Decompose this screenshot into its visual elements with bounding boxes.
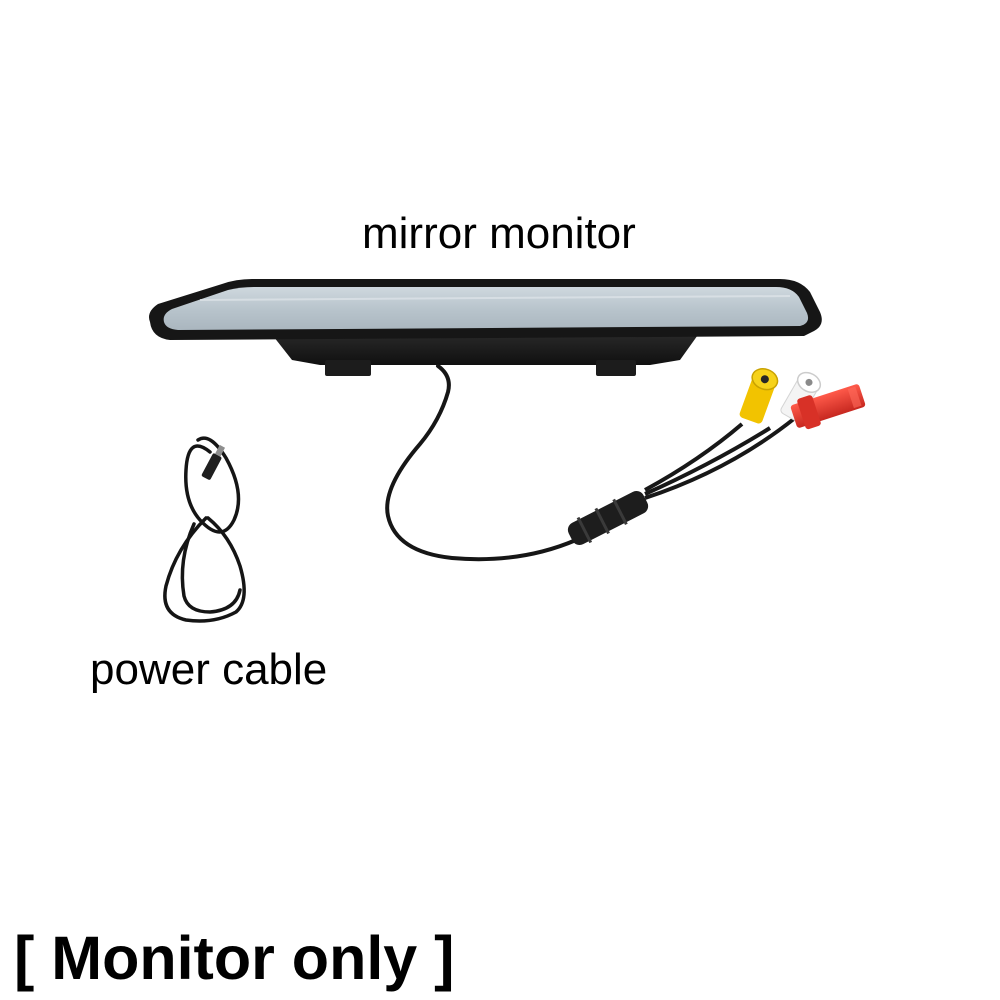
- cable-wire: [385, 364, 578, 562]
- mount-clip-left: [325, 360, 371, 376]
- power-cable-coil-upper: [184, 436, 241, 534]
- screen-highlight: [199, 295, 791, 301]
- mirror-monitor: [149, 279, 822, 376]
- branch-wire-white: [644, 426, 772, 496]
- monitor-body: [270, 332, 700, 365]
- branch-wire-yellow: [644, 422, 744, 492]
- mirror-monitor-label: mirror monitor: [362, 209, 636, 258]
- power-cable-coil-lower: [163, 516, 246, 623]
- monitor-cable: [385, 364, 866, 562]
- power-cable-label: power cable: [90, 645, 328, 694]
- rca-yellow-plug: [739, 368, 779, 424]
- branch-wire-red: [644, 416, 797, 500]
- mount-clip-right: [596, 360, 636, 376]
- power-cable-strand: [180, 522, 242, 614]
- dc-red-plug: [790, 384, 866, 430]
- power-cable: [163, 436, 246, 623]
- monitor-only-label: [ Monitor only ]: [14, 924, 455, 992]
- monitor-screen: [163, 287, 809, 330]
- cable-connector: [567, 491, 649, 545]
- power-plug: [201, 444, 226, 480]
